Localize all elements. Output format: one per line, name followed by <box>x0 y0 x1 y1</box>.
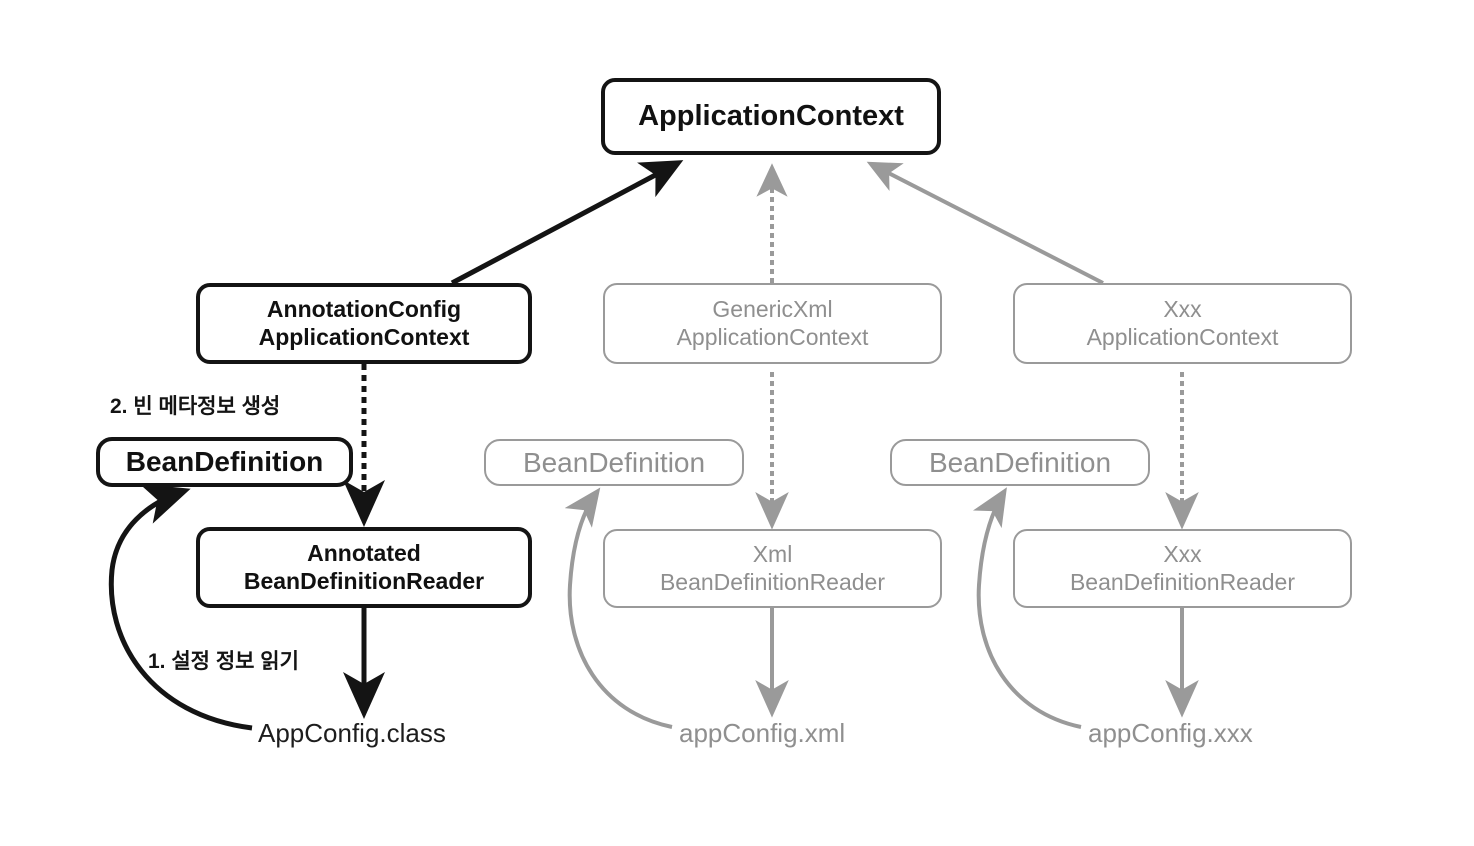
node-bean-definition-xxx[interactable]: BeanDefinition <box>890 439 1150 486</box>
node-xxx-application-context-line1: Xxx <box>1163 296 1202 323</box>
node-bean-definition-annotation[interactable]: BeanDefinition <box>96 437 353 487</box>
node-annotationconfig-application-context-line1: AnnotationConfig <box>266 296 462 323</box>
node-genericxml-application-context-line2: ApplicationContext <box>676 323 869 350</box>
node-annotated-bean-definition-reader-line1: Annotated <box>307 540 421 567</box>
node-xml-bean-definition-reader[interactable]: Xml BeanDefinitionReader <box>603 529 942 608</box>
node-xxx-application-context[interactable]: Xxx ApplicationContext <box>1013 283 1352 364</box>
node-xml-bean-definition-reader-line1: Xml <box>752 541 793 568</box>
node-annotated-bean-definition-reader[interactable]: Annotated BeanDefinitionReader <box>196 527 532 608</box>
label-appconfig-xml: appConfig.xml <box>679 718 846 748</box>
label-step-1-read-config: 1. 설정 정보 읽기 <box>148 650 299 673</box>
node-bean-definition-xml-label: BeanDefinition <box>522 446 706 478</box>
edge-xxx-to-applicationcontext <box>866 161 1104 285</box>
label-appconfig-class: AppConfig.class <box>258 718 446 748</box>
node-bean-definition-xxx-label: BeanDefinition <box>928 446 1112 478</box>
node-xxx-bean-definition-reader[interactable]: Xxx BeanDefinitionReader <box>1013 529 1352 608</box>
node-bean-definition-annotation-label: BeanDefinition <box>125 446 324 478</box>
label-step-2-create-bean-metadata: 2. 빈 메타정보 생성 <box>110 395 281 418</box>
node-xml-bean-definition-reader-line2: BeanDefinitionReader <box>659 568 886 595</box>
node-application-context-label: ApplicationContext <box>638 100 904 133</box>
node-xxx-application-context-line2: ApplicationContext <box>1086 323 1279 350</box>
edge-annotationconfig-to-applicationcontext <box>450 160 684 286</box>
node-genericxml-application-context[interactable]: GenericXml ApplicationContext <box>603 283 942 364</box>
node-xxx-bean-definition-reader-line1: Xxx <box>1163 541 1202 568</box>
node-genericxml-application-context-line1: GenericXml <box>712 296 833 323</box>
node-application-context[interactable]: ApplicationContext <box>601 78 941 155</box>
edge-appconfigxml-to-beandefinition <box>564 487 673 729</box>
label-appconfig-xxx: appConfig.xxx <box>1088 718 1253 748</box>
node-xxx-bean-definition-reader-line2: BeanDefinitionReader <box>1069 568 1296 595</box>
edge-appconfigxxx-to-beandefinition <box>972 487 1082 729</box>
node-bean-definition-xml[interactable]: BeanDefinition <box>484 439 744 486</box>
node-annotated-bean-definition-reader-line2: BeanDefinitionReader <box>243 567 485 594</box>
node-annotationconfig-application-context-line2: ApplicationContext <box>258 323 470 350</box>
node-annotationconfig-application-context[interactable]: AnnotationConfig ApplicationContext <box>196 283 532 364</box>
